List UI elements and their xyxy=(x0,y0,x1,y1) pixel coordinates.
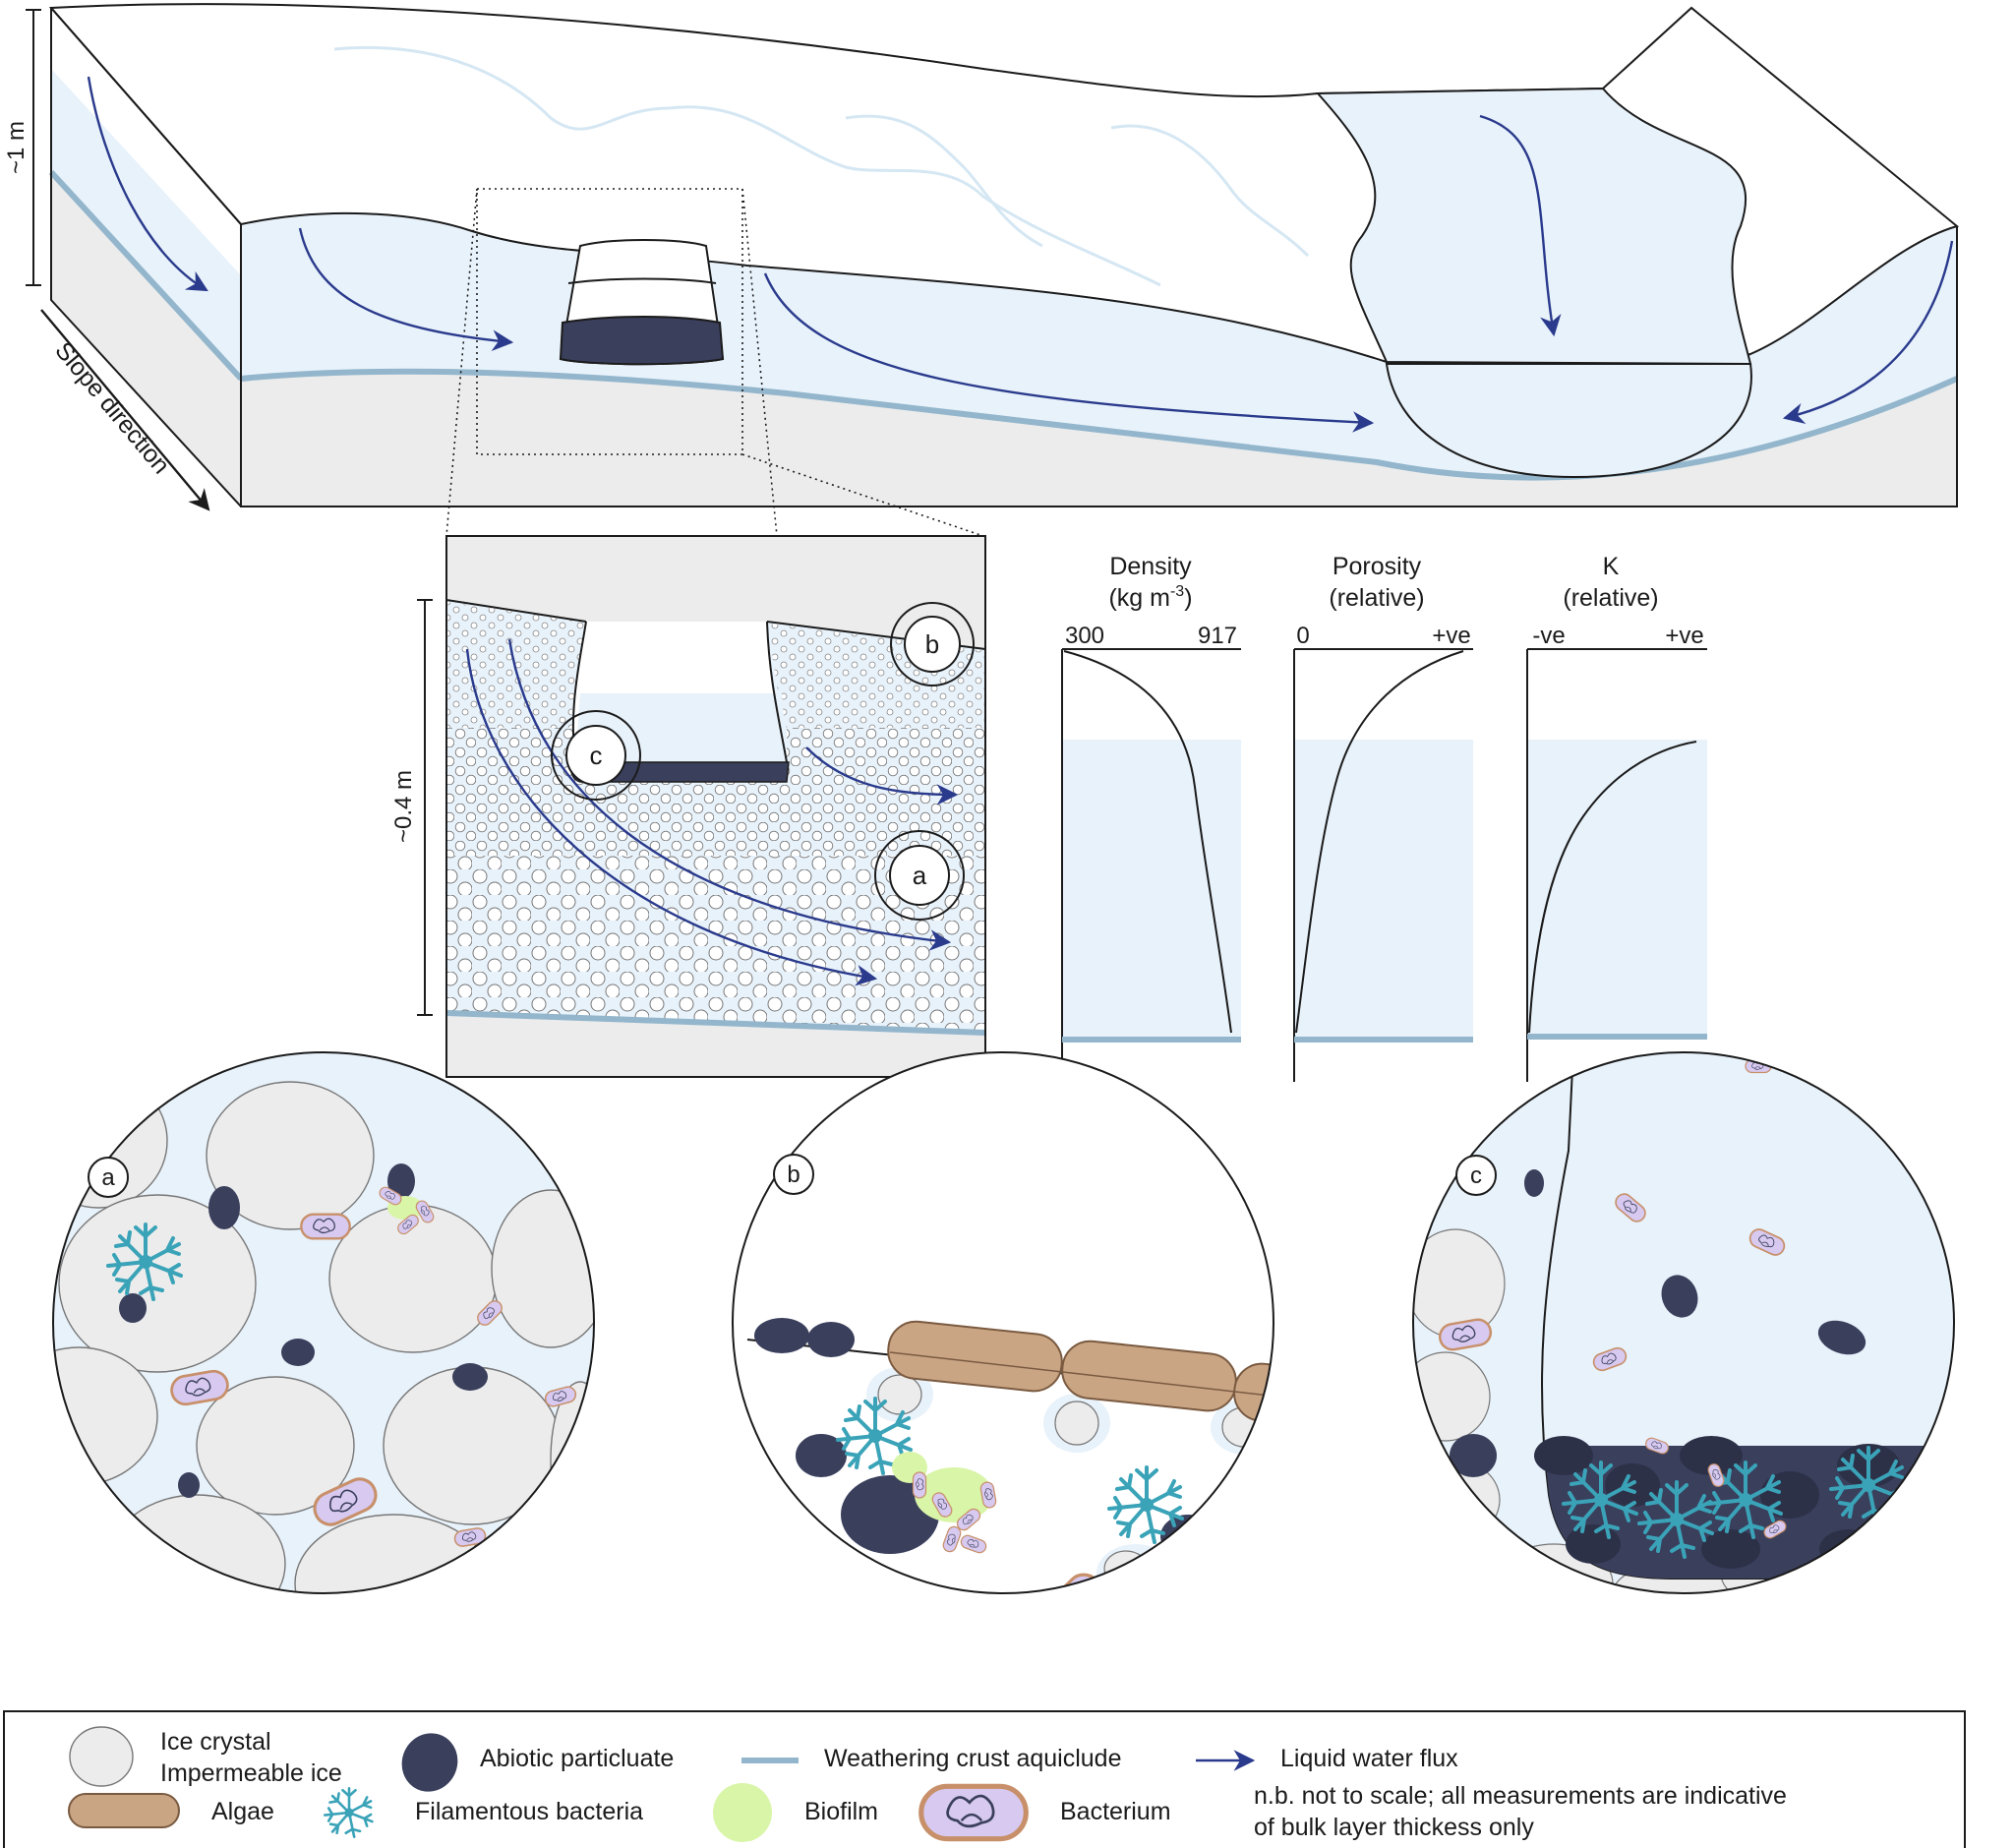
legend-algae: Algae xyxy=(68,1793,274,1828)
svg-text:b: b xyxy=(925,629,939,659)
k-min: -ve xyxy=(1532,623,1565,649)
glacier-block: ~1 m Slope direction xyxy=(3,3,1960,537)
density-title: Density xyxy=(1109,553,1192,580)
svg-text:Algae: Algae xyxy=(211,1798,274,1825)
detail-circle-b: b xyxy=(732,1051,1274,1594)
svg-text:c: c xyxy=(590,741,603,770)
inset-cross-section: a b c ~0.4 m xyxy=(390,535,986,1078)
svg-text:Weathering crust aquiclude: Weathering crust aquiclude xyxy=(824,1745,1122,1772)
block-front-aquiclude xyxy=(240,368,1959,481)
algae-chain xyxy=(887,1320,1274,1429)
legend-aquiclude: Weathering crust aquiclude xyxy=(741,1745,1122,1772)
svg-text:of bulk layer thickess only: of bulk layer thickess only xyxy=(1254,1814,1534,1841)
detail-a-label: a xyxy=(101,1164,115,1191)
legend-ice-crystal: Ice crystal Impermeable ice xyxy=(69,1726,342,1787)
conductivity-profile: K (relative) -ve +ve xyxy=(1526,553,1707,1082)
inset-marker-b: b xyxy=(890,602,975,686)
legend: Ice crystal Impermeable ice Abiotic part… xyxy=(3,1710,1966,1848)
svg-text:a: a xyxy=(913,861,927,890)
detail-circle-a: a xyxy=(52,1051,595,1594)
block-scale-label: ~1 m xyxy=(3,121,30,174)
svg-text:Filamentous bacteria: Filamentous bacteria xyxy=(415,1798,643,1825)
porosity-max: +ve xyxy=(1432,623,1470,649)
pond-bowl xyxy=(1385,363,1752,479)
detail-circle-c: c xyxy=(1412,1051,1955,1594)
svg-text:Ice crystal: Ice crystal xyxy=(160,1728,271,1756)
density-max: 917 xyxy=(1198,623,1237,649)
svg-text:Liquid water flux: Liquid water flux xyxy=(1280,1745,1458,1772)
svg-text:n.b. not to scale; all measure: n.b. not to scale; all measurements are … xyxy=(1254,1782,1787,1810)
legend-bacterium: Bacterium xyxy=(921,1786,1171,1838)
k-max: +ve xyxy=(1665,623,1703,649)
block-front-ice xyxy=(241,371,1957,507)
legend-flux: Liquid water flux xyxy=(1196,1745,1458,1772)
detail-c-label: c xyxy=(1470,1162,1482,1189)
legend-biofilm: Biofilm xyxy=(713,1783,878,1842)
legend-filamentous: Filamentous bacteria xyxy=(323,1787,643,1838)
porosity-profile: Porosity (relative) 0 +ve xyxy=(1293,553,1473,1082)
cryoconite-hole xyxy=(559,239,725,366)
k-unit: (relative) xyxy=(1563,584,1658,612)
density-min: 300 xyxy=(1065,623,1104,649)
porosity-title: Porosity xyxy=(1333,553,1422,580)
svg-text:Bacterium: Bacterium xyxy=(1060,1798,1171,1825)
density-unit: (kg m-3) xyxy=(1108,583,1192,612)
detail-b-label: b xyxy=(787,1162,800,1188)
density-profile: Density (kg m-3) 300 917 xyxy=(1061,553,1241,1082)
legend-abiotic: Abiotic particluate xyxy=(401,1733,674,1792)
porosity-min: 0 xyxy=(1296,623,1309,649)
surface-pond xyxy=(1315,87,1752,366)
k-title: K xyxy=(1603,553,1620,580)
svg-text:Biofilm: Biofilm xyxy=(804,1798,878,1825)
inset-scale-label: ~0.4 m xyxy=(390,770,417,843)
porosity-unit: (relative) xyxy=(1329,584,1424,612)
inset-marker-c: c xyxy=(551,710,641,801)
legend-note: n.b. not to scale; all measurements are … xyxy=(1254,1782,1787,1841)
svg-text:Abiotic particluate: Abiotic particluate xyxy=(480,1745,674,1772)
inset-marker-a: a xyxy=(874,830,965,921)
svg-text:Impermeable ice: Impermeable ice xyxy=(160,1759,342,1787)
